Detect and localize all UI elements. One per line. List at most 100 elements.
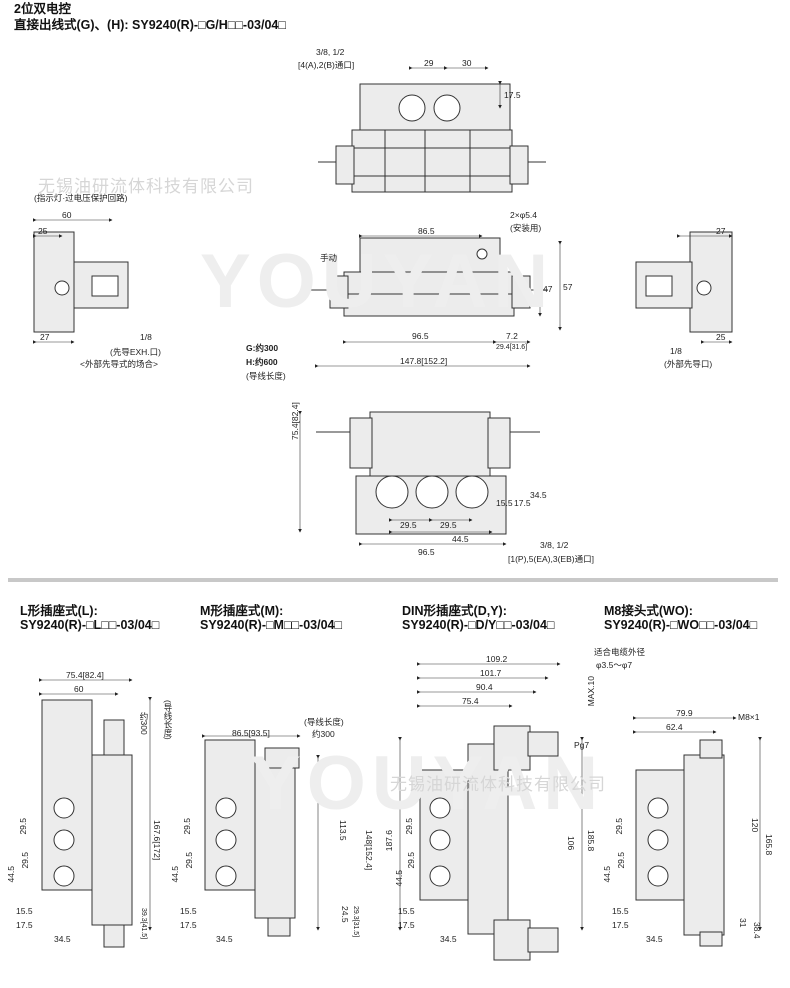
brand-watermark: YOUYAN <box>200 239 555 324</box>
external-pilot-case: <外部先导式的场合> <box>80 359 158 369</box>
d-dim-f: 34.5 <box>440 934 457 944</box>
l-lead-label: (导线长度) <box>163 700 173 740</box>
dim-147-8: 147.8[152.2] <box>400 356 448 366</box>
left-side-view <box>33 231 129 333</box>
brand-watermark-lower: YOUYAN <box>250 741 605 826</box>
right-dim-25: 25 <box>716 332 726 342</box>
wo-dim-a: 29.5 <box>614 818 624 835</box>
d-dim-e: 17.5 <box>398 920 415 930</box>
front-dim-96-5: 96.5 <box>418 547 435 557</box>
wo-dim-w2: 62.4 <box>666 722 683 732</box>
m-lead-label: (导线长度) <box>304 717 344 727</box>
variant-l-model: SY9240(R)-□L□□-03/04□ <box>20 618 160 632</box>
wo-dim-b: 29.5 <box>616 852 626 869</box>
indicator-note: (指示灯·过电压保护回路) <box>34 193 128 203</box>
port-note-lower: [1(P),5(EA),3(EB)通口] <box>508 554 594 564</box>
l-dim-b: 29.5 <box>20 852 30 869</box>
wo-m8-label: M8×1 <box>738 712 760 722</box>
pilot-exh-label: (先导EXH.口) <box>110 347 162 357</box>
front-dim-17-5: 17.5 <box>514 498 531 508</box>
l-lead: 约300 <box>139 712 149 735</box>
port-note-upper: [4(A),2(B)通口] <box>298 60 355 70</box>
wo-dim-d: 15.5 <box>612 906 629 916</box>
l-dim-w1: 75.4[82.4] <box>66 670 104 680</box>
page-title: 2位双电控 <box>14 2 71 16</box>
left-dim-27: 27 <box>40 332 50 342</box>
mount-holes-label: 2×φ5.4 <box>510 210 538 220</box>
l-dim-a: 29.5 <box>18 818 28 835</box>
variant-m-title: M形插座式(M): <box>200 604 284 618</box>
port-size-lower: 3/8, 1/2 <box>540 540 569 550</box>
m-dim-c: 44.5 <box>170 866 180 883</box>
dim-57: 57 <box>563 282 573 292</box>
right-dim-1-8: 1/8 <box>670 346 682 356</box>
l-dim-d: 15.5 <box>16 906 33 916</box>
page-subtitle: 直接出线式(G)、(H): SY9240(R)-□G/H□□-03/04□ <box>14 18 286 32</box>
l-dim-c: 44.5 <box>6 866 16 883</box>
dim-30: 30 <box>462 58 472 68</box>
m-dim-h1: 113.5 <box>338 820 348 841</box>
lead-length-label: (导线长度) <box>246 371 286 381</box>
wo-dim-f: 34.5 <box>646 934 663 944</box>
front-dim-75-4: 75.4[82.4] <box>290 402 300 440</box>
d-cable-label: 适合电缆外径 <box>594 647 646 657</box>
d-dim-w2: 101.7 <box>480 668 502 678</box>
variant-l-title: L形插座式(L): <box>20 604 98 618</box>
l-dim-w2: 60 <box>74 684 84 694</box>
variant-m-model: SY9240(R)-□M□□-03/04□ <box>200 618 343 632</box>
wo-dim-g: 31 <box>738 918 748 928</box>
variant-m8-model: SY9240(R)-□WO□□-03/04□ <box>604 618 758 632</box>
lead-g-label: G:约300 <box>246 343 279 353</box>
m-lead: 约300 <box>312 729 335 739</box>
front-dim-29-5b: 29.5 <box>440 520 457 530</box>
l-dim-h: 167.6[172] <box>152 820 162 861</box>
d-max-label: MAX.10 <box>586 676 596 707</box>
m-dim-i: 29.3[31.5] <box>352 906 359 938</box>
left-dim-60: 60 <box>62 210 72 220</box>
d-dim-h1: 187.6 <box>384 830 394 852</box>
l-type-view <box>41 699 133 948</box>
wo-dim-e: 17.5 <box>612 920 629 930</box>
section-divider <box>8 578 778 582</box>
d-dim-h3: 106 <box>566 836 576 851</box>
d-dim-c: 44.5 <box>394 870 404 887</box>
wo-dim-h2: 165.8 <box>764 834 774 856</box>
port-size-label: 3/8, 1/2 <box>316 47 345 57</box>
mount-purpose-label: (安装用) <box>510 223 542 233</box>
wo-dim-i: 38.4 <box>752 922 762 939</box>
dim-7-2: 7.2 <box>506 331 518 341</box>
right-side-view <box>635 231 733 333</box>
right-dim-27: 27 <box>716 226 726 236</box>
d-dim-w1: 109.2 <box>486 654 508 664</box>
m-dim-e: 17.5 <box>180 920 197 930</box>
bottom-port-view <box>316 411 540 535</box>
l-dim-f: 34.5 <box>54 934 71 944</box>
company-watermark-lower: 无锡油研流体科技有限公司 <box>390 775 606 794</box>
center-front-view <box>300 237 548 317</box>
left-dim-1-8: 1/8 <box>140 332 152 342</box>
external-pilot-port: (外部先导口) <box>664 359 713 369</box>
d-dim-d: 15.5 <box>398 906 415 916</box>
front-dim-34-5: 34.5 <box>530 490 547 500</box>
variant-din-model: SY9240(R)-□D/Y□□-03/04□ <box>402 618 555 632</box>
variant-m8-title: M8接头式(WO): <box>604 604 693 618</box>
left-dim-25: 25 <box>38 226 48 236</box>
l-dim-g: 39.3[41.5] <box>140 908 147 940</box>
front-dim-15-5: 15.5 <box>496 498 513 508</box>
dim-47: 47 <box>543 284 553 294</box>
m-dim-g: 24.5 <box>340 906 350 923</box>
d-dim-h2: 185.8 <box>586 830 596 852</box>
wo-dim-w1: 79.9 <box>676 708 693 718</box>
dim-17-5: 17.5 <box>504 90 521 100</box>
l-dim-e: 17.5 <box>16 920 33 930</box>
d-dim-w3: 90.4 <box>476 682 493 692</box>
front-dim-29-5a: 29.5 <box>400 520 417 530</box>
din-type-view <box>419 725 559 961</box>
m-dim-b: 29.5 <box>184 852 194 869</box>
d-pg-label: Pg7 <box>574 740 590 750</box>
dim-29: 29 <box>424 58 434 68</box>
m-dim-w1: 86.5[93.5] <box>232 728 270 738</box>
top-plan-view <box>318 83 546 193</box>
lead-h-label: H:约600 <box>246 357 278 367</box>
d-dim-a: 29.5 <box>404 818 414 835</box>
